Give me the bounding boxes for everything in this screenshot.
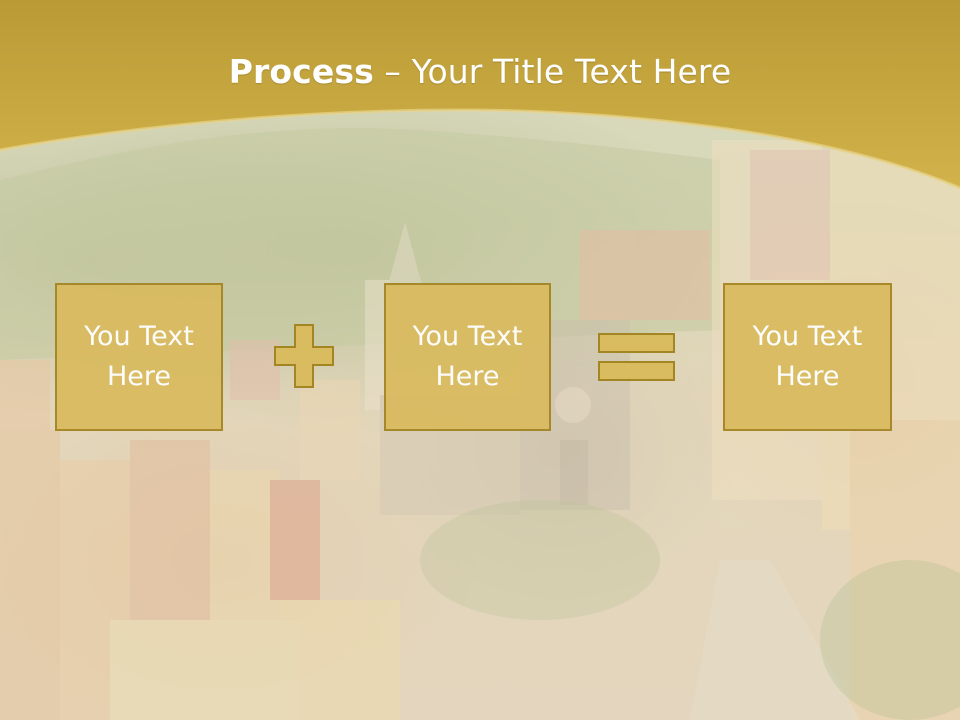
plus-icon: [274, 324, 334, 388]
equals-icon: [598, 333, 675, 381]
process-box-2-label: You Text Here: [412, 321, 523, 392]
process-box-1: You Text Here: [55, 283, 223, 431]
process-box-1-label: You Text Here: [84, 321, 194, 392]
header-band: [0, 0, 960, 190]
process-box-3: You Text Here: [723, 283, 892, 431]
title-bold: Process: [228, 52, 374, 91]
process-box-2: You Text Here: [384, 283, 551, 431]
title-text: – Your Title Text Here: [373, 52, 732, 91]
process-box-3-label: You Text Here: [752, 321, 863, 392]
slide-title: Process – Your Title Text Here: [0, 52, 960, 91]
